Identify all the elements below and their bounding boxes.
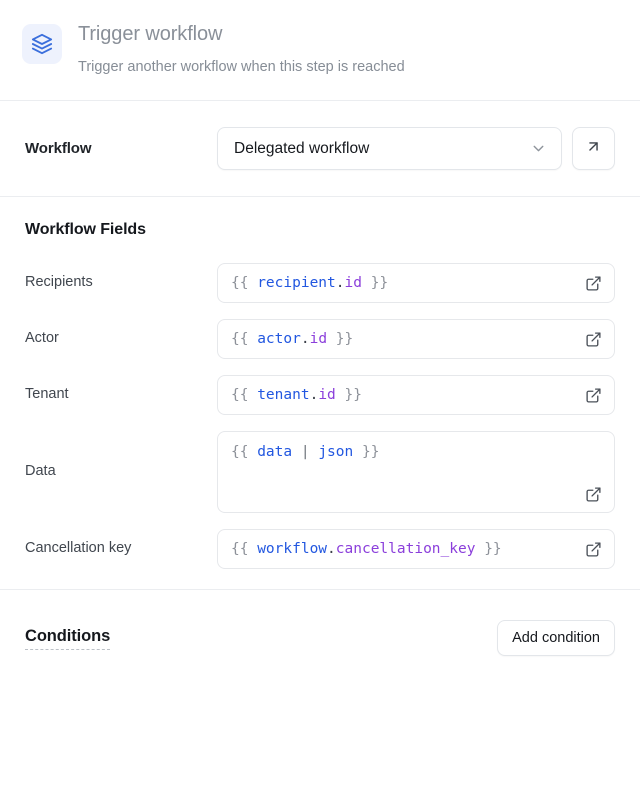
step-header: Trigger workflow Trigger another workflo… — [0, 0, 640, 100]
workflow-fields-section: Workflow Fields Recipients {{ recipient.i… — [0, 197, 640, 589]
divider-conditions — [0, 589, 640, 590]
open-workflow-button[interactable] — [572, 127, 615, 170]
external-link-icon[interactable] — [585, 387, 602, 404]
external-link-icon[interactable] — [585, 486, 602, 503]
external-link-icon[interactable] — [585, 275, 602, 292]
field-row: Recipients {{ recipient.id }} — [25, 263, 615, 303]
divider-workflow — [0, 196, 640, 197]
field-row: Actor {{ actor.id }} — [25, 319, 615, 359]
arrow-up-right-icon — [585, 138, 602, 160]
field-row: Data {{ data | json }} — [25, 431, 615, 513]
external-link-icon[interactable] — [585, 541, 602, 558]
field-label: Data — [25, 463, 56, 479]
divider-header — [0, 100, 640, 101]
add-condition-button[interactable]: Add condition — [497, 620, 615, 656]
chevron-down-icon — [530, 140, 547, 157]
workflow-controls: Delegated workflow — [217, 127, 615, 170]
field-row: Tenant {{ tenant.id }} — [25, 375, 615, 415]
field-input-cancellation-key[interactable]: {{ workflow.cancellation_key }} — [217, 529, 615, 569]
field-input-actor[interactable]: {{ actor.id }} — [217, 319, 615, 359]
workflow-select-value: Delegated workflow — [234, 139, 370, 157]
field-value: {{ workflow.cancellation_key }} — [231, 541, 502, 557]
layers-stack-icon — [22, 24, 62, 64]
external-link-icon[interactable] — [585, 331, 602, 348]
conditions-title: Conditions — [25, 627, 110, 650]
workflow-section: Workflow Delegated workflow — [0, 101, 640, 196]
field-input-data[interactable]: {{ data | json }} — [217, 431, 615, 513]
field-value: {{ data | json }} — [231, 444, 380, 460]
field-value: {{ actor.id }} — [231, 331, 354, 347]
conditions-section: Conditions Add condition — [0, 590, 640, 680]
field-label: Cancellation key — [25, 540, 132, 556]
field-input-tenant[interactable]: {{ tenant.id }} — [217, 375, 615, 415]
workflow-fields-title: Workflow Fields — [25, 221, 146, 238]
field-label: Tenant — [25, 386, 69, 402]
field-value: {{ tenant.id }} — [231, 387, 362, 403]
workflow-label: Workflow — [25, 140, 92, 157]
workflow-row: Workflow Delegated workflow — [25, 127, 615, 170]
field-row: Cancellation key {{ workflow.cancellation… — [25, 529, 615, 569]
workflow-fields-list: Recipients {{ recipient.id }} Actor {{ acto… — [25, 263, 615, 569]
workflow-select[interactable]: Delegated workflow — [217, 127, 562, 170]
field-value: {{ recipient.id }} — [231, 275, 389, 291]
step-header-text: Trigger workflow Trigger another workflo… — [78, 20, 405, 78]
field-label: Actor — [25, 330, 59, 346]
page-subtitle: Trigger another workflow when this step … — [78, 59, 405, 75]
field-label: Recipients — [25, 274, 93, 290]
page-title: Trigger workflow — [78, 23, 223, 45]
field-input-recipients[interactable]: {{ recipient.id }} — [217, 263, 615, 303]
